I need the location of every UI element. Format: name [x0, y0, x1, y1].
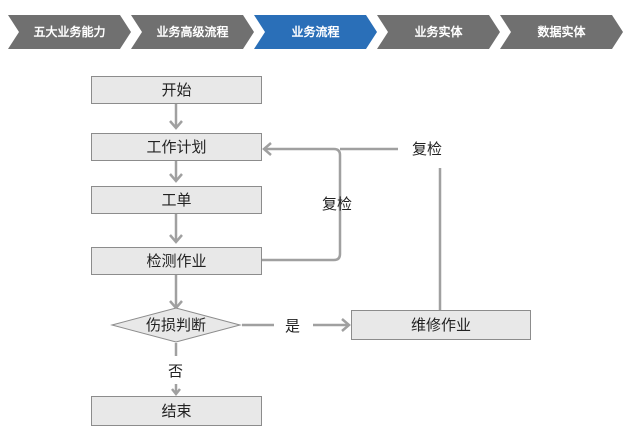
breadcrumb-chevron-shape: [254, 15, 377, 49]
node-work-plan-label: 工作计划: [146, 138, 207, 156]
breadcrumb-chevron-shape: [131, 15, 254, 49]
node-end-label: 结束: [161, 402, 192, 420]
breadcrumb-step-label: 五大业务能力: [33, 25, 106, 39]
decision-diamond: [110, 307, 242, 343]
arrowhead: [171, 388, 181, 397]
breadcrumb-step-label: 业务高级流程: [156, 25, 229, 39]
breadcrumb-chevron-shape: [500, 15, 623, 49]
node-repair: 维修作业: [351, 310, 531, 340]
label-recheck-mid: 复检: [322, 195, 353, 213]
node-repair-label: 维修作业: [410, 316, 471, 334]
node-inspection-label: 检测作业: [146, 252, 207, 270]
breadcrumb-step-capabilities[interactable]: 五大业务能力: [8, 15, 131, 49]
arrowhead: [169, 234, 183, 244]
breadcrumb-step-label: 数据实体: [537, 25, 586, 39]
breadcrumb-step-label: 业务流程: [291, 25, 340, 39]
node-start: 开始: [91, 76, 262, 104]
arrowhead: [169, 120, 183, 130]
breadcrumb-step-data-entity[interactable]: 数据实体: [500, 15, 623, 49]
arrowhead: [169, 173, 183, 183]
arrowhead: [262, 142, 272, 156]
breadcrumb-chevron-shape: [377, 15, 500, 49]
node-damage-judgement-label: 伤损判断: [145, 316, 206, 334]
node-work-order: 工单: [91, 186, 262, 214]
recheck-loop-inspect-to-plan: [262, 147, 342, 262]
breadcrumb-chevron-shape: [8, 15, 131, 49]
node-work-plan: 工作计划: [91, 133, 262, 161]
breadcrumb: 五大业务能力 业务高级流程 业务流程 业务实体 数据实体: [0, 0, 634, 70]
node-work-order-label: 工单: [161, 191, 192, 209]
breadcrumb-step-high-level-process[interactable]: 业务高级流程: [131, 15, 254, 49]
arrowhead: [341, 318, 351, 332]
node-start-label: 开始: [161, 81, 192, 99]
breadcrumb-step-business-process[interactable]: 业务流程: [254, 15, 377, 49]
breadcrumb-step-business-entity[interactable]: 业务实体: [377, 15, 500, 49]
label-recheck-top: 复检: [412, 140, 443, 158]
node-end: 结束: [91, 396, 262, 426]
label-yes: 是: [285, 317, 301, 335]
breadcrumb-step-label: 业务实体: [414, 25, 463, 39]
node-inspection: 检测作业: [91, 247, 262, 275]
label-no: 否: [168, 362, 184, 380]
